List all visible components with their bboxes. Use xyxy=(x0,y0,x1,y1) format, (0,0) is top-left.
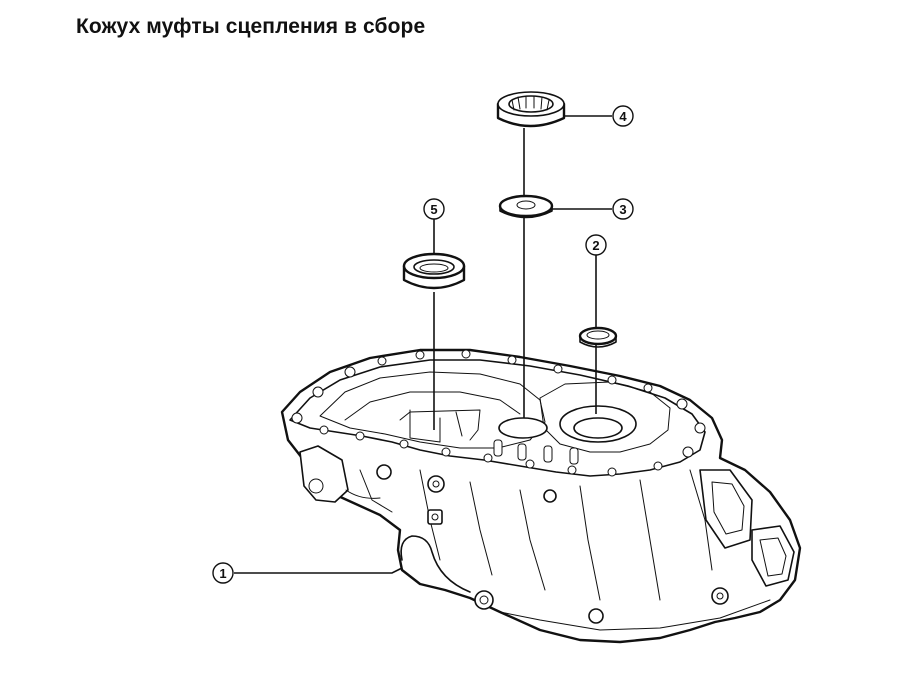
callout-5: 5 xyxy=(423,198,445,220)
boss-a xyxy=(376,464,392,480)
callout-4-label: 4 xyxy=(619,109,627,124)
callout-1-label: 1 xyxy=(219,566,226,581)
flange-bolt-bosses xyxy=(291,349,706,477)
callout-4: 4 xyxy=(612,105,634,127)
lower-lug-b xyxy=(588,608,604,624)
leader-lines xyxy=(234,115,612,574)
callout-3-label: 3 xyxy=(619,202,626,217)
clutch-housing xyxy=(280,348,802,644)
part-4-bearing xyxy=(496,91,566,128)
boss-c xyxy=(543,489,557,503)
callout-1: 1 xyxy=(212,562,234,584)
housing-right-chamber xyxy=(539,381,671,453)
callout-3: 3 xyxy=(612,198,634,220)
part-2-small-seal xyxy=(578,326,618,348)
flange-studs xyxy=(493,439,579,465)
diff-bore-inner xyxy=(573,417,623,439)
callout-2-label: 2 xyxy=(592,238,599,253)
part-3-washer xyxy=(498,194,554,219)
housing-bell-inner xyxy=(319,371,546,449)
part-5-large-seal xyxy=(402,252,466,290)
callout-2: 2 xyxy=(585,234,607,256)
callout-5-label: 5 xyxy=(430,202,437,217)
input-shaft-bore xyxy=(498,417,548,439)
page-title: Кожух муфты сцепления в сборе xyxy=(76,15,426,38)
